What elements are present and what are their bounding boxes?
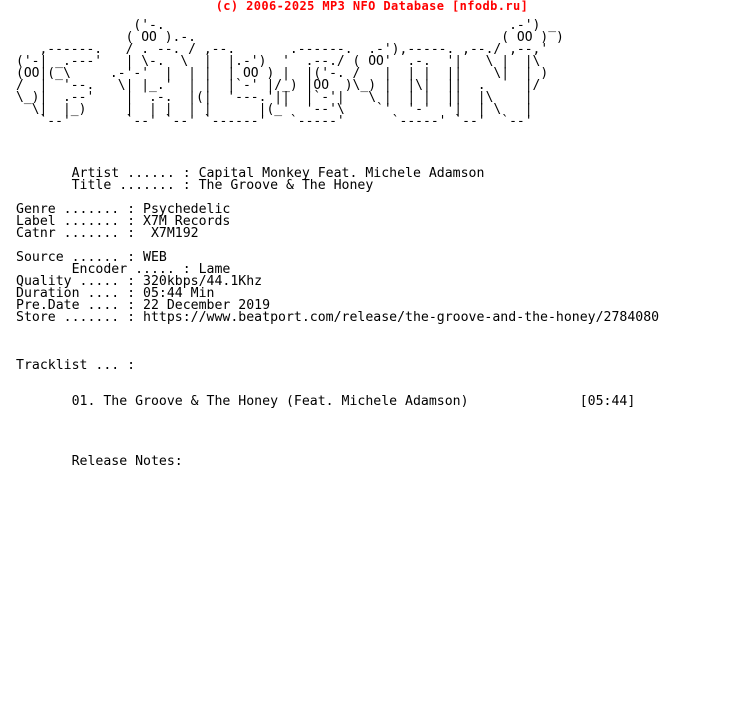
ascii-art-line: ('-. .-') _ <box>16 18 557 33</box>
tracklist-heading: Tracklist ... : <box>16 358 136 373</box>
label-line: Label ....... : X7M Records <box>16 214 231 229</box>
ascii-art-logo: ('-. .-') _ ( OO ).-. ( OO ) ) ,------. … <box>16 18 564 129</box>
blank-line <box>16 420 659 432</box>
encoder-line: Encoder ..... : Lame <box>16 262 231 277</box>
store-line: Store ....... : https://www.beatport.com… <box>16 310 660 325</box>
blank-line <box>16 408 659 420</box>
blank-line <box>16 336 659 348</box>
ascii-art-line: ('-| _.---' | \-. \ | |.-') ' .--./ ( OO… <box>16 54 541 69</box>
blank-line <box>16 372 659 384</box>
source-line: Source ...... : WEB <box>16 250 167 265</box>
artist-line: Artist ...... : Capital Monkey Feat. Mic… <box>16 166 485 181</box>
quality-line: Quality ..... : 320kbps/44.1Khz <box>16 274 263 289</box>
ascii-art-line: (OO|(_\ .-'-' | | | | OO ) | |('-. / | |… <box>16 66 549 81</box>
ascii-art-line: \_)| .--' | .-. |(| '---.'|| |`-'| \ | |… <box>16 90 533 105</box>
release-notes-heading: Release Notes: <box>16 454 183 469</box>
predate-line: Pre.Date .... : 22 December 2019 <box>16 298 271 313</box>
ascii-art-line: ,------. / . --. / ,--. .------. .-'),--… <box>16 42 549 57</box>
blank-line <box>16 432 659 444</box>
catnr-line: Catnr ....... : X7M192 <box>16 226 199 241</box>
ascii-art-line: ( OO ).-. ( OO ) ) <box>16 30 564 45</box>
nfo-body: Artist ...... : Capital Monkey Feat. Mic… <box>16 166 660 469</box>
track-item: 01. The Groove & The Honey (Feat. Michel… <box>16 394 636 409</box>
ascii-art-line: \| |_) | | | | | |(_' '--'\ `' '-' '| | … <box>16 102 533 117</box>
duration-line: Duration .... : 05:44 Min <box>16 286 215 301</box>
ascii-art-line: `--' `--' `--' `------' `-----' `-----' … <box>16 114 533 129</box>
copyright-banner: (c) 2006-2025 MP3 NFO Database [nfodb.ru… <box>215 0 529 13</box>
genre-line: Genre ....... : Psychedelic <box>16 202 231 217</box>
title-line: Title ....... : The Groove & The Honey <box>16 178 374 193</box>
ascii-art-line: / | '--. \| |_.' | | |`-' |/_) |OO )\_) … <box>16 78 541 93</box>
blank-line <box>16 324 659 336</box>
